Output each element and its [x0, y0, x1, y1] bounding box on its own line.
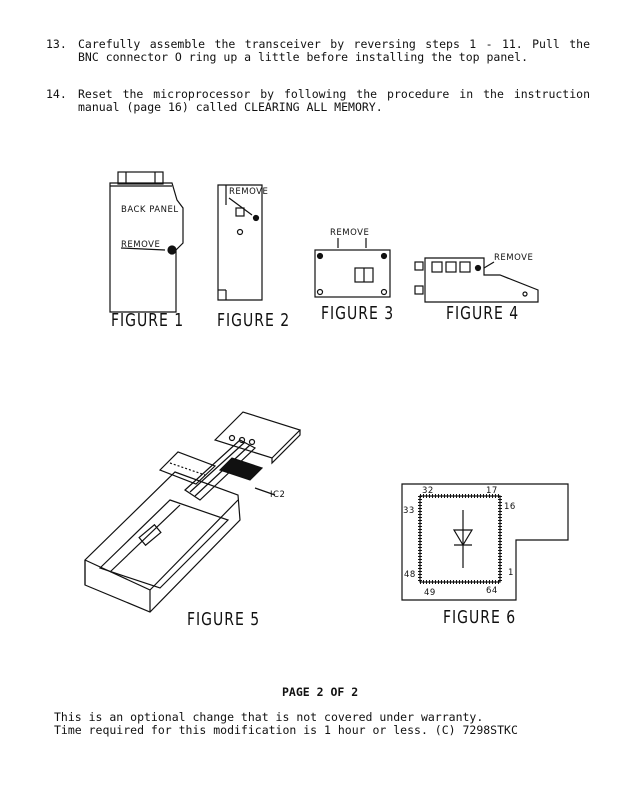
- figure-3-caption: FIGURE 3: [321, 304, 395, 324]
- step-text: Reset the microprocessor by following th…: [78, 87, 590, 114]
- footer-warranty-note: This is an optional change that is not c…: [54, 710, 484, 724]
- step-number: 14.: [46, 87, 67, 101]
- pin-label: 48: [404, 570, 416, 580]
- figure-3-drawing: [314, 238, 391, 298]
- figure-5-drawing: [84, 411, 302, 613]
- figure-1-drawing: [109, 171, 184, 313]
- pin-label: 32: [422, 486, 434, 496]
- remove-label: REMOVE: [494, 253, 534, 263]
- back-panel-label: BACK PANEL: [121, 205, 179, 215]
- remove-label: REMOVE: [229, 187, 269, 197]
- figure-6-drawing: [401, 483, 569, 601]
- pin-label: 16: [504, 502, 516, 512]
- footer-time-note: Time required for this modification is 1…: [54, 723, 518, 737]
- figure-2-caption: FIGURE 2: [217, 311, 291, 331]
- remove-label: REMOVE: [121, 240, 161, 250]
- pin-label: 33: [403, 506, 415, 516]
- figure-4-drawing: [414, 257, 539, 303]
- pin-label: 64: [486, 586, 498, 596]
- pin-label: 1: [508, 568, 514, 578]
- pin-label: 49: [424, 588, 436, 598]
- step-text: Carefully assemble the transceiver by re…: [78, 37, 590, 64]
- pin-label: 17: [486, 486, 498, 496]
- figure-2-drawing: [217, 184, 263, 301]
- figure-6-caption: FIGURE 6: [443, 608, 517, 628]
- step-number: 13.: [46, 37, 67, 51]
- figure-4-caption: FIGURE 4: [446, 304, 520, 324]
- page-number: PAGE 2 OF 2: [282, 685, 359, 699]
- ic-label: IC2: [270, 490, 286, 500]
- figure-1-caption: FIGURE 1: [111, 311, 185, 331]
- figure-5-caption: FIGURE 5: [187, 610, 261, 630]
- remove-label: REMOVE: [330, 228, 370, 238]
